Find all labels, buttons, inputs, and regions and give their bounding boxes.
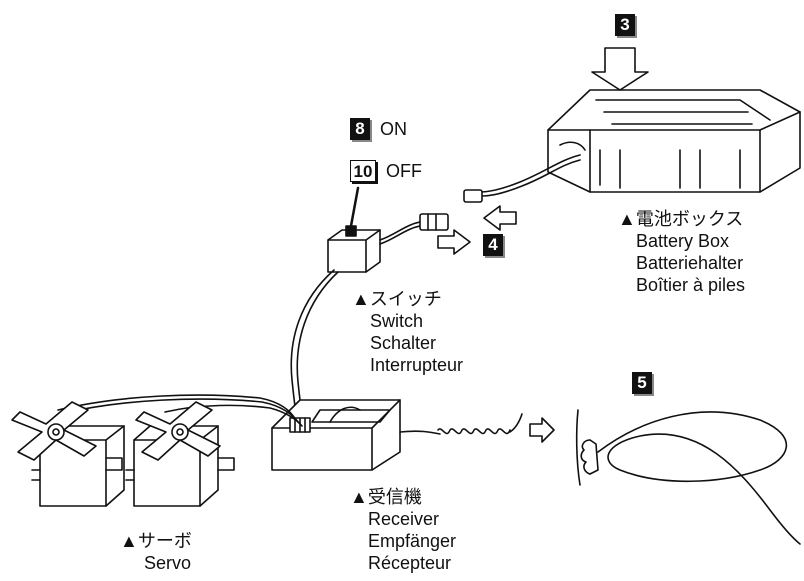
switch-plug — [419, 213, 449, 231]
step-3-badge: 3 — [615, 14, 635, 36]
servo-label-ja: ▲サーボ — [120, 531, 192, 551]
switch-label-de: Schalter — [370, 333, 437, 353]
step-10-badge: 10 — [350, 160, 376, 182]
servo-right-drawing — [125, 401, 235, 507]
battery-plug — [463, 189, 483, 203]
switch-drawing — [327, 186, 381, 273]
antenna-wire — [597, 411, 801, 545]
receiver-label-en: Receiver — [368, 509, 440, 529]
step-8-on: 8 ON — [350, 118, 407, 140]
switch-label-en: Switch — [370, 311, 424, 331]
connect-arrow-left — [483, 205, 517, 231]
step-5: 5 — [632, 372, 652, 394]
battery-box-label-de: Batteriehalter — [636, 253, 744, 273]
step-5-badge: 5 — [632, 372, 652, 394]
step-10-off: 10 OFF — [350, 160, 422, 182]
switch-label: ▲スイッチ Switch Schalter Interrupteur — [352, 288, 463, 376]
servo-left-drawing — [11, 401, 125, 507]
step-8-badge: 8 — [350, 118, 370, 140]
hand-drawing — [575, 409, 599, 486]
receiver-drawing — [271, 399, 401, 471]
switch-on-label: ON — [380, 118, 407, 139]
insert-arrow — [591, 47, 649, 91]
receiver-label-ja: ▲受信機 — [350, 487, 422, 507]
switch-off-label: OFF — [386, 160, 422, 181]
battery-box-label: ▲電池ボックス Battery Box Batteriehalter Boîti… — [618, 208, 745, 296]
servo-label-en: Servo — [144, 553, 192, 573]
antenna-coil — [399, 430, 441, 435]
connect-arrow-right — [437, 229, 471, 255]
receiver-label-de: Empfänger — [368, 531, 457, 551]
switch-label-ja: ▲スイッチ — [352, 289, 442, 309]
antenna-arrow — [529, 417, 555, 443]
servo-label: ▲サーボ Servo — [120, 530, 192, 574]
battery-box-drawing — [547, 89, 801, 193]
step-4-badge: 4 — [483, 234, 503, 256]
step-4: 4 — [483, 234, 503, 256]
battery-box-label-en: Battery Box — [636, 231, 730, 251]
step-3: 3 — [615, 14, 635, 36]
receiver-label-fr: Récepteur — [368, 553, 452, 573]
battery-box-label-ja: ▲電池ボックス — [618, 209, 744, 229]
receiver-label: ▲受信機 Receiver Empfänger Récepteur — [350, 486, 456, 574]
battery-box-label-fr: Boîtier à piles — [636, 275, 746, 295]
switch-label-fr: Interrupteur — [370, 355, 464, 375]
